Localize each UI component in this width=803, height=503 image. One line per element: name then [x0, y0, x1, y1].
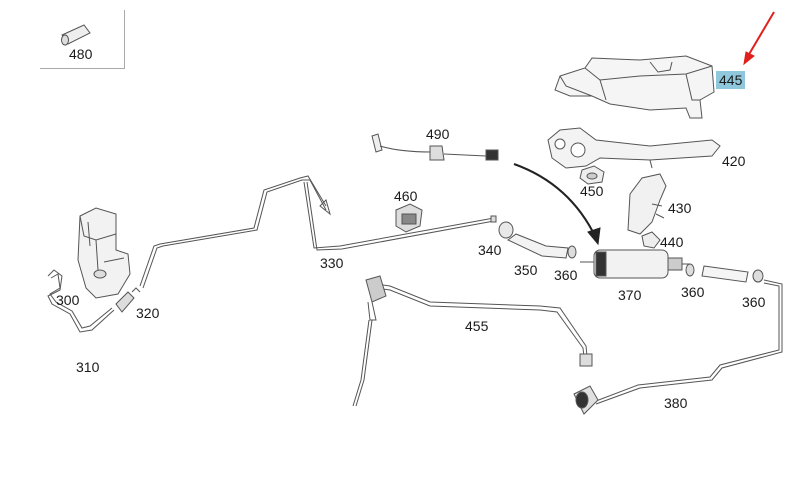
label-480[interactable]: 480	[69, 46, 93, 62]
part-320-sensor	[115, 287, 141, 313]
part-360-hose	[701, 265, 749, 283]
part-370-pump	[580, 249, 690, 279]
part-380-fuel-line	[573, 279, 783, 415]
part-360-clip-a	[567, 245, 577, 259]
label-360-b[interactable]: 360	[681, 284, 705, 300]
label-370[interactable]: 370	[618, 287, 642, 303]
label-320[interactable]: 320	[136, 305, 160, 321]
part-450-nut	[579, 165, 605, 185]
label-310[interactable]: 310	[76, 359, 100, 375]
label-420[interactable]: 420	[722, 153, 746, 169]
label-455[interactable]: 455	[465, 318, 489, 334]
label-360-a[interactable]: 360	[554, 267, 578, 283]
label-460[interactable]: 460	[394, 188, 418, 204]
part-300-heater	[77, 207, 131, 299]
part-330-fuel-pipe	[139, 175, 497, 289]
part-310-pipe	[47, 269, 115, 333]
part-440-nut	[641, 231, 661, 249]
part-340-ring	[498, 221, 514, 239]
part-350-hose	[507, 233, 569, 259]
part-480-inset	[40, 10, 125, 69]
part-310-pipe-inner	[49, 273, 113, 329]
part-460-connector	[395, 203, 423, 233]
label-360-c[interactable]: 360	[742, 294, 766, 310]
label-350[interactable]: 350	[514, 262, 538, 278]
part-455-fuel-line	[352, 275, 593, 407]
part-430-clamp	[627, 173, 667, 235]
part-420-bracket	[547, 127, 721, 169]
part-445-cover	[554, 55, 715, 119]
label-380[interactable]: 380	[664, 395, 688, 411]
label-340[interactable]: 340	[478, 242, 502, 258]
part-490-cable	[371, 133, 499, 161]
part-360-clip-b	[685, 263, 695, 277]
label-490[interactable]: 490	[426, 126, 450, 142]
label-440[interactable]: 440	[660, 234, 684, 250]
assembly-arrow	[513, 163, 597, 239]
assembly-arrow-head	[587, 227, 601, 246]
label-430[interactable]: 430	[668, 200, 692, 216]
part-360-clip-c	[752, 269, 764, 283]
label-330[interactable]: 330	[320, 255, 344, 271]
highlight-arrow	[743, 11, 775, 66]
label-300[interactable]: 300	[56, 292, 80, 308]
label-450[interactable]: 450	[580, 183, 604, 199]
part-480-sleeve	[61, 24, 91, 46]
label-445[interactable]: 445	[716, 71, 746, 89]
